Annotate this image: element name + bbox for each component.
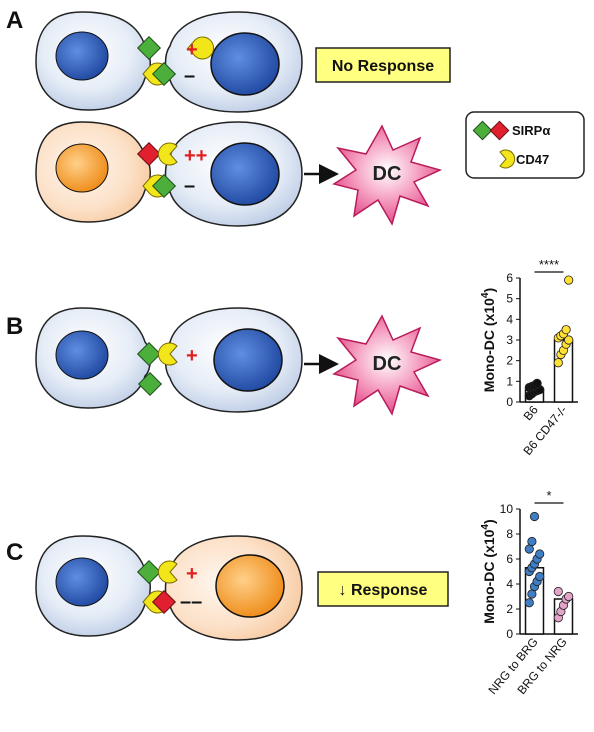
y-tick-label: 4 bbox=[506, 312, 513, 326]
y-tick-label: 4 bbox=[506, 577, 513, 591]
panel-c-cells bbox=[35, 535, 303, 641]
data-point bbox=[532, 378, 542, 388]
data-point bbox=[529, 511, 540, 522]
orange-nucleus-large bbox=[215, 554, 285, 618]
y-tick-label: 2 bbox=[506, 602, 513, 616]
blue-nucleus bbox=[55, 31, 109, 81]
panel-b-cells bbox=[35, 307, 303, 413]
signal-sign-strong-negative: –– bbox=[180, 591, 202, 613]
callout-no-response: No Response bbox=[332, 58, 434, 75]
x-category-label: B6 bbox=[521, 403, 541, 423]
y-tick-label: 0 bbox=[506, 395, 513, 409]
panel-letter-a: A bbox=[6, 7, 23, 34]
y-tick-label: 0 bbox=[506, 627, 513, 641]
y-tick-label: 6 bbox=[506, 271, 513, 285]
data-point bbox=[561, 325, 571, 335]
dc-label: DC bbox=[373, 353, 402, 375]
sirpa-green-icon bbox=[137, 371, 163, 397]
data-point bbox=[553, 358, 563, 368]
y-axis-title: Mono-DC (x104) bbox=[480, 288, 497, 392]
blue-nucleus bbox=[55, 557, 109, 607]
legend-sirpa: SIRPα bbox=[512, 123, 550, 138]
sirpa-green-icon bbox=[136, 341, 162, 367]
cd47-icon bbox=[158, 560, 178, 584]
data-point bbox=[564, 275, 574, 285]
signal-sign-negative: – bbox=[184, 175, 195, 197]
cd47-icon bbox=[158, 342, 178, 366]
callout-reduced-response: ↓ Response bbox=[339, 582, 428, 599]
orange-nucleus bbox=[55, 143, 109, 193]
panel-a-row1-receptors bbox=[136, 35, 214, 87]
blue-nucleus-large bbox=[210, 32, 280, 96]
sirpa-green-icon bbox=[472, 120, 493, 141]
panel-a-row2-cells bbox=[35, 121, 303, 227]
sirpa-green-icon bbox=[136, 35, 162, 61]
sirpa-red-icon bbox=[151, 589, 177, 615]
sirpa-red-icon bbox=[136, 141, 162, 167]
panel-a-row2-receptors bbox=[136, 141, 178, 199]
signal-sign-strong-positive: ++ bbox=[184, 145, 207, 167]
sirpa-green-icon bbox=[151, 173, 177, 199]
callout-box bbox=[317, 571, 449, 607]
panel-letter-b: B bbox=[6, 313, 23, 340]
y-axis-title: Mono-DC (x104) bbox=[480, 519, 497, 623]
cd47-icon bbox=[499, 149, 516, 169]
y-tick-label: 8 bbox=[506, 527, 513, 541]
panel-c-receptors bbox=[136, 559, 178, 615]
sirpa-green-icon bbox=[151, 61, 177, 87]
y-tick-label: 10 bbox=[500, 502, 514, 516]
cd47-icon bbox=[187, 36, 214, 60]
data-point bbox=[535, 549, 545, 559]
sirpa-green-icon bbox=[136, 559, 162, 585]
signal-sign-positive: + bbox=[186, 345, 198, 367]
data-point bbox=[527, 536, 537, 547]
data-point bbox=[564, 335, 574, 345]
blue-nucleus bbox=[55, 330, 109, 380]
data-point bbox=[553, 586, 563, 597]
y-tick-label: 3 bbox=[506, 333, 513, 347]
y-tick-label: 5 bbox=[506, 292, 513, 306]
blue-nucleus-large bbox=[210, 142, 280, 206]
dendritic-cell-icon bbox=[332, 124, 443, 226]
signal-sign-positive: + bbox=[186, 39, 198, 61]
dendritic-cell-icon bbox=[332, 314, 443, 416]
signal-sign-negative: – bbox=[184, 65, 195, 87]
callout-box bbox=[315, 47, 451, 83]
cd47-icon bbox=[158, 142, 178, 166]
panel-letter-c: C bbox=[6, 539, 23, 566]
signal-sign-positive: + bbox=[186, 563, 198, 585]
panel-a-row1-cells bbox=[35, 11, 303, 113]
y-tick-label: 1 bbox=[506, 374, 513, 388]
data-point bbox=[524, 598, 534, 608]
blue-nucleus-large bbox=[213, 328, 283, 392]
sirpa-red-icon bbox=[489, 120, 510, 141]
legend: SIRPα CD47 bbox=[465, 111, 585, 179]
data-point bbox=[564, 591, 574, 602]
significance-label: * bbox=[546, 488, 551, 503]
y-tick-label: 2 bbox=[506, 354, 513, 368]
data-point bbox=[535, 571, 545, 582]
panel-b-receptors bbox=[136, 341, 178, 397]
significance-label: **** bbox=[539, 257, 559, 272]
legend-cd47: CD47 bbox=[516, 152, 549, 167]
dc-label: DC bbox=[373, 163, 402, 185]
y-tick-label: 6 bbox=[506, 552, 513, 566]
